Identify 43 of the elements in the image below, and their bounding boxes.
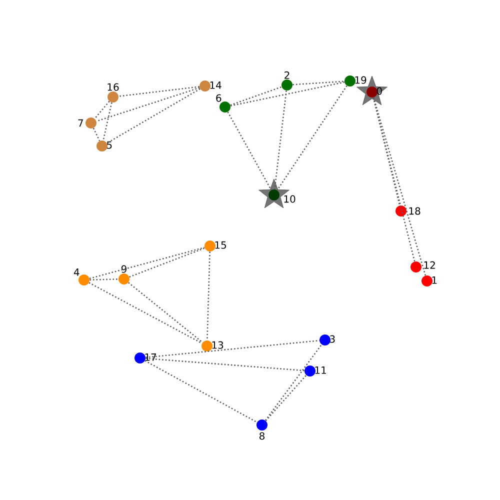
node-number: 18 bbox=[409, 207, 420, 215]
edge-line bbox=[128, 282, 203, 343]
node-number: 10 bbox=[284, 195, 296, 203]
edge-line bbox=[94, 100, 110, 120]
node-number: 7 bbox=[78, 119, 83, 127]
node-number: 14 bbox=[210, 82, 222, 89]
edge-line bbox=[89, 246, 205, 280]
node-number: 19 bbox=[355, 76, 366, 84]
edge-line bbox=[118, 86, 200, 97]
node-number: 8 bbox=[260, 432, 264, 440]
edge-line bbox=[230, 86, 282, 106]
node-number: 2 bbox=[284, 71, 290, 79]
edge-line bbox=[274, 90, 287, 190]
edge-line bbox=[372, 97, 400, 206]
edge-line bbox=[206, 252, 210, 340]
edge-line bbox=[96, 87, 200, 122]
node-number: 11 bbox=[315, 366, 326, 374]
node-number: 15 bbox=[215, 241, 226, 249]
edge-line bbox=[265, 374, 307, 422]
edge-line bbox=[144, 360, 258, 423]
edge-line bbox=[92, 128, 100, 142]
node-number: 12 bbox=[424, 261, 435, 269]
edge-line bbox=[129, 247, 205, 278]
edge-line bbox=[146, 340, 320, 358]
edge-line bbox=[106, 88, 200, 144]
node-number: 1 bbox=[432, 276, 437, 284]
node-number: 3 bbox=[330, 335, 335, 343]
edge-line bbox=[227, 112, 272, 190]
edge-line bbox=[90, 278, 118, 280]
edge-line bbox=[372, 97, 426, 276]
node-number: 9 bbox=[121, 265, 126, 273]
node-number: 4 bbox=[74, 268, 80, 276]
edge-line bbox=[102, 102, 112, 141]
edge-line bbox=[276, 85, 348, 191]
node-number: 16 bbox=[108, 83, 119, 91]
node-number: 6 bbox=[216, 94, 222, 102]
edge-line bbox=[146, 358, 304, 372]
edge-line bbox=[264, 344, 322, 421]
edge-line bbox=[292, 80, 344, 86]
node-number: 13 bbox=[212, 341, 224, 349]
edge-line bbox=[230, 82, 345, 106]
node-number: 17 bbox=[145, 354, 156, 361]
edge-line bbox=[88, 282, 202, 344]
